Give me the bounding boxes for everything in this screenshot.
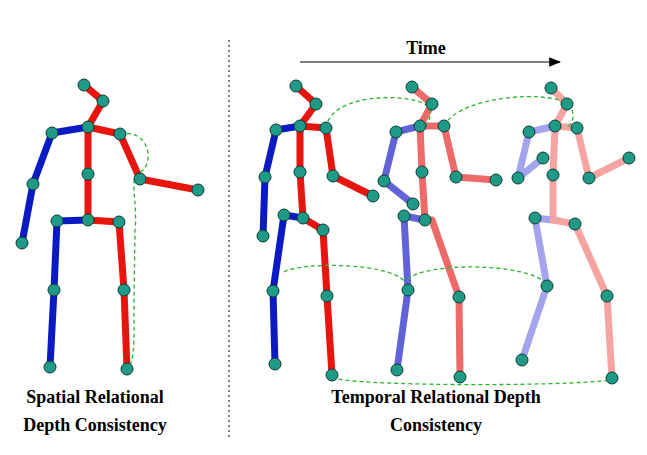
skeleton-spatial xyxy=(22,85,198,369)
skeleton-t0 xyxy=(263,86,373,375)
skeleton-t1 xyxy=(384,87,496,377)
skeleton-t2 xyxy=(518,88,629,378)
axis-label: Time xyxy=(366,34,486,62)
panel-caption: Spatial Relational Depth Consistency xyxy=(3,383,188,439)
joints xyxy=(16,79,635,384)
divider xyxy=(229,40,230,440)
consistency-links xyxy=(120,97,612,385)
time-arrow xyxy=(300,61,560,62)
panel-caption: Temporal Relational Depth Consistency xyxy=(329,383,544,439)
